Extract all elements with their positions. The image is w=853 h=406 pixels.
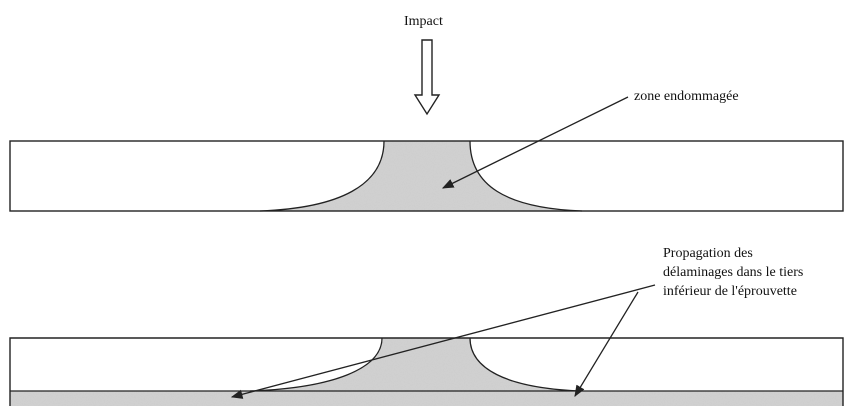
propagation-label-line-3: inférieur de l'éprouvette [663, 284, 797, 299]
propagation-leader-arrow-right [574, 291, 639, 398]
damage-zone-top [260, 141, 582, 211]
impact-arrow-icon [413, 39, 441, 116]
damage-zone-bottom [250, 338, 580, 391]
laminate-plate-bottom [9, 337, 844, 406]
specimen-bottom [9, 337, 844, 406]
propagation-label-line-1: Propagation des [663, 246, 753, 261]
propagation-label: Propagation des délaminages dans le tier… [663, 244, 803, 301]
laminate-plate-top [9, 140, 844, 212]
propagation-label-line-2: délaminages dans le tiers [663, 265, 804, 280]
delamination-band-bottom [10, 391, 843, 406]
damaged-zone-label: zone endommagée [634, 89, 739, 104]
propagation-leader-arrow-left [230, 284, 656, 399]
damaged-zone-leader-arrow [441, 96, 629, 189]
impact-label: Impact [404, 14, 443, 29]
specimen-top [9, 140, 844, 212]
